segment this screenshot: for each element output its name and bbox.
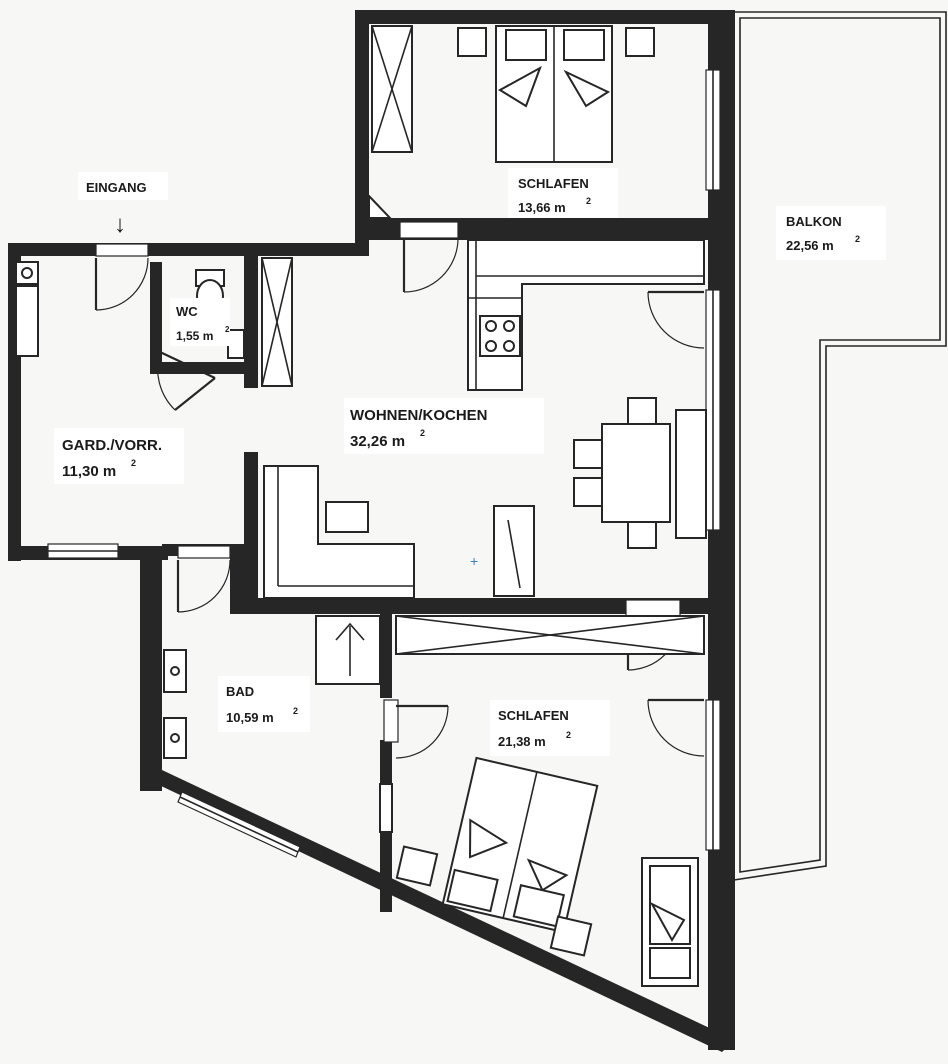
area-unit-sup: 2 [293, 706, 298, 716]
room-label-bad: BAD 10,59 m 2 [218, 676, 310, 732]
room-area: 1,55 m [176, 329, 213, 343]
entrance-label: EINGANG ↓ [78, 172, 168, 238]
area-unit-sup: 2 [566, 730, 571, 740]
living-kitchen-furniture: + [263, 239, 707, 599]
entrance-arrow-icon: ↓ [114, 211, 126, 238]
area-unit-sup: 2 [855, 234, 860, 244]
room-label-schlafen-1: SCHLAFEN 13,66 m 2 [508, 168, 618, 218]
room-area: 21,38 m [498, 734, 546, 749]
svg-text:+: + [470, 553, 478, 569]
area-unit-sup: 2 [420, 428, 425, 438]
room-name: SCHLAFEN [518, 176, 589, 191]
bedroom-1-furniture [368, 25, 655, 219]
room-area: 13,66 m [518, 200, 566, 215]
room-label-balkon: BALKON 22,56 m 2 [776, 206, 886, 260]
room-name: WOHNEN/KOCHEN [350, 407, 488, 424]
room-name: BAD [226, 684, 254, 699]
room-name: SCHLAFEN [498, 708, 569, 723]
balcony-outline [733, 11, 947, 881]
room-area: 22,56 m [786, 238, 834, 253]
area-unit-sup: 2 [586, 196, 591, 206]
room-label-schlafen-2: SCHLAFEN 21,38 m 2 [490, 700, 610, 756]
room-area: 11,30 m [62, 463, 116, 480]
windows [47, 69, 721, 858]
room-label-wc: WC 1,55 m 2 [170, 298, 230, 346]
room-label-garderobe: GARD./VORR. 11,30 m 2 [54, 428, 184, 484]
exterior-walls [8, 10, 735, 1052]
doors [94, 221, 705, 759]
bathroom-furniture [163, 615, 393, 833]
room-name: WC [176, 304, 198, 319]
entrance-text: EINGANG [86, 180, 147, 195]
bedroom-2-furniture [395, 615, 705, 987]
room-name: BALKON [786, 214, 842, 229]
area-unit-sup: 2 [131, 458, 136, 468]
area-unit-sup: 2 [225, 325, 230, 334]
room-name: GARD./VORR. [62, 437, 162, 454]
room-area: 32,26 m [350, 433, 405, 450]
room-area: 10,59 m [226, 710, 274, 725]
room-label-wohnen: WOHNEN/KOCHEN 32,26 m 2 [344, 398, 544, 454]
